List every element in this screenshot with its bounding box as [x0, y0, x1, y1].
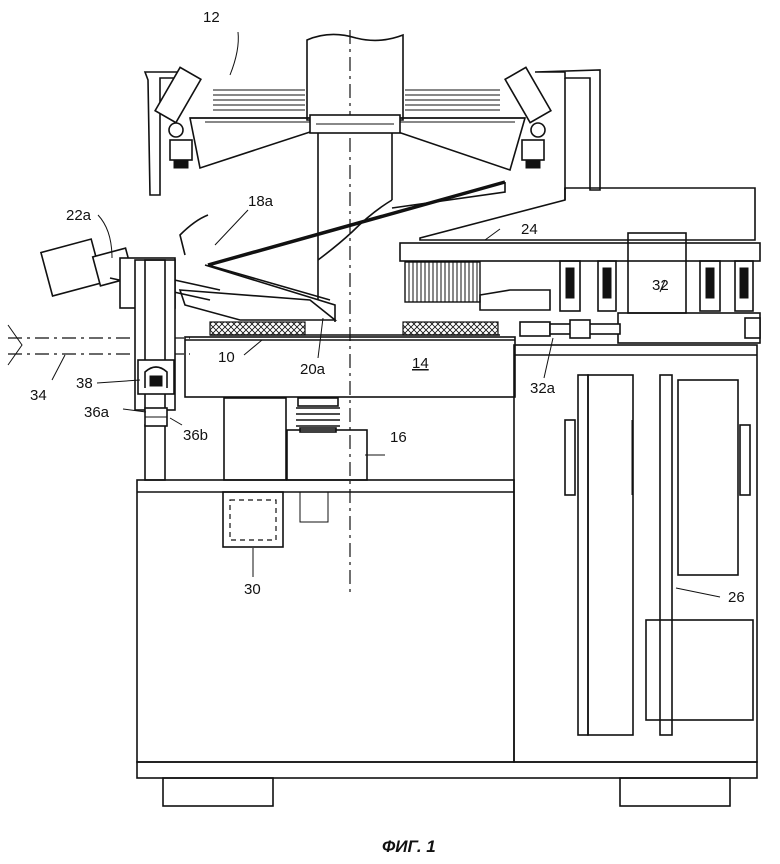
label-16: 16 [390, 429, 407, 446]
label-14: 14 [412, 355, 429, 372]
axis-34-arrow [7, 324, 23, 366]
machine-base [136, 397, 758, 807]
label-20a: 20a [300, 361, 326, 378]
label-36b: 36b [183, 427, 208, 444]
head-stripes [213, 89, 500, 111]
label-24: 24 [521, 221, 538, 238]
leader-lines [51, 31, 721, 598]
cam-plate-18a [179, 180, 506, 301]
label-26: 26 [728, 589, 745, 606]
figure-caption: ФИГ. 1 [382, 837, 436, 856]
actuator-32 [519, 232, 761, 344]
label-32a: 32a [530, 380, 556, 397]
label-32: 32 [652, 277, 669, 294]
table-14 [178, 264, 516, 398]
label-30: 30 [244, 581, 261, 598]
spring-16 [296, 397, 340, 433]
label-34: 34 [30, 387, 47, 404]
label-10: 10 [218, 349, 235, 366]
label-12: 12 [203, 9, 220, 26]
drive-26 [513, 344, 758, 763]
label-38: 38 [76, 375, 93, 392]
left-assembly [39, 238, 221, 427]
housing-24 [399, 187, 761, 312]
central-column [317, 133, 393, 300]
control-box-30 [222, 491, 284, 548]
top-head-12 [143, 33, 601, 196]
label-18a: 18a [248, 193, 274, 210]
label-36a: 36a [84, 404, 110, 421]
label-22a: 22a [66, 207, 92, 224]
